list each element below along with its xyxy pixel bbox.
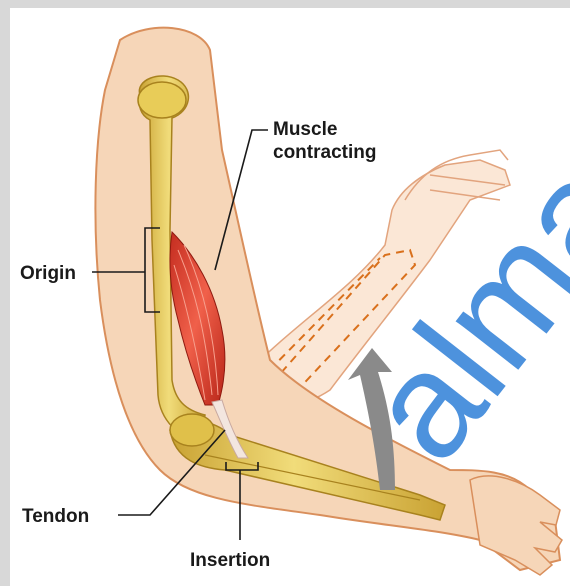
- label-origin: Origin: [20, 263, 76, 284]
- elbow-joint: [170, 414, 214, 446]
- label-tendon: Tendon: [22, 506, 89, 527]
- label-muscle-contracting-line2: contracting: [273, 142, 376, 163]
- label-insertion: Insertion: [190, 550, 270, 571]
- label-muscle-contracting-line1: Muscle: [273, 119, 337, 140]
